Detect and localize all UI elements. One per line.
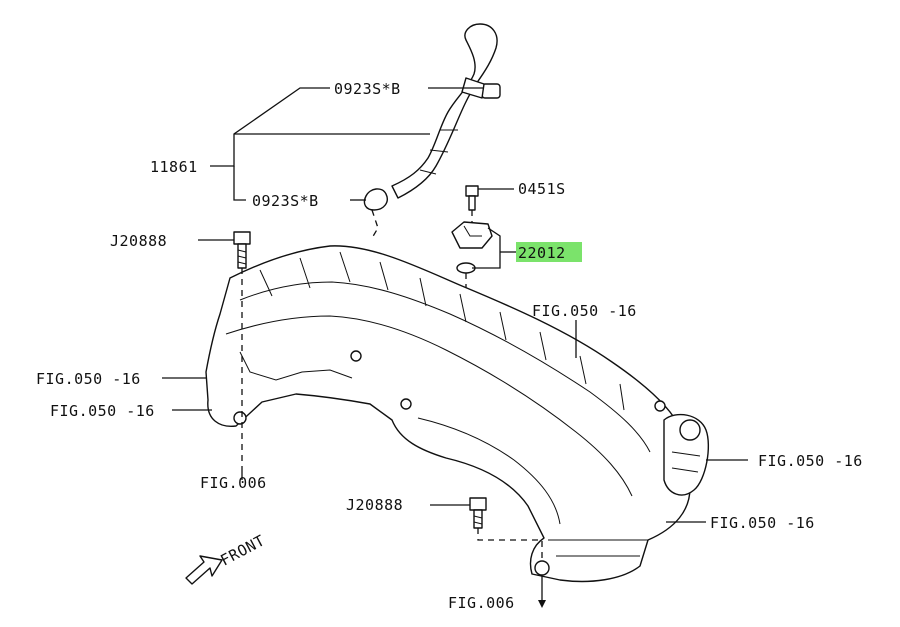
label-fig-bottom-left[interactable]: FIG.006: [200, 474, 267, 492]
arrow-down-icon: [538, 600, 546, 608]
label-hose-clamp-lower: 0923S*B: [252, 192, 319, 210]
label-fig-right-top[interactable]: FIG.050 -16: [532, 302, 637, 320]
label-fig-left-2[interactable]: FIG.050 -16: [50, 402, 155, 420]
label-front: FRONT: [217, 531, 268, 569]
label-sensor[interactable]: 22012: [518, 244, 566, 262]
label-fig-right-mid[interactable]: FIG.050 -16: [758, 452, 863, 470]
bolt-j20888-center[interactable]: [469, 497, 487, 529]
label-hose-assy: 11861: [150, 158, 198, 176]
bolt-0451s[interactable]: [465, 185, 479, 211]
label-fig-bottom[interactable]: FIG.006: [448, 594, 515, 612]
label-fig-left-1[interactable]: FIG.050 -16: [36, 370, 141, 388]
vacuum-hose[interactable]: [391, 23, 501, 199]
intake-manifold[interactable]: [205, 245, 709, 583]
bolt-j20888-left[interactable]: [233, 231, 251, 269]
label-bolt-center: J20888: [346, 496, 403, 514]
pressure-sensor[interactable]: [451, 221, 493, 249]
label-fig-right-low[interactable]: FIG.050 -16: [710, 514, 815, 532]
label-hose-clamp-upper: 0923S*B: [334, 80, 401, 98]
label-bolt-left: J20888: [110, 232, 167, 250]
front-arrow-icon: [185, 555, 223, 585]
hose-clamp-lower[interactable]: [363, 188, 388, 211]
label-bolt-sensor: 0451S: [518, 180, 566, 198]
sensor-highlight: [516, 242, 582, 262]
